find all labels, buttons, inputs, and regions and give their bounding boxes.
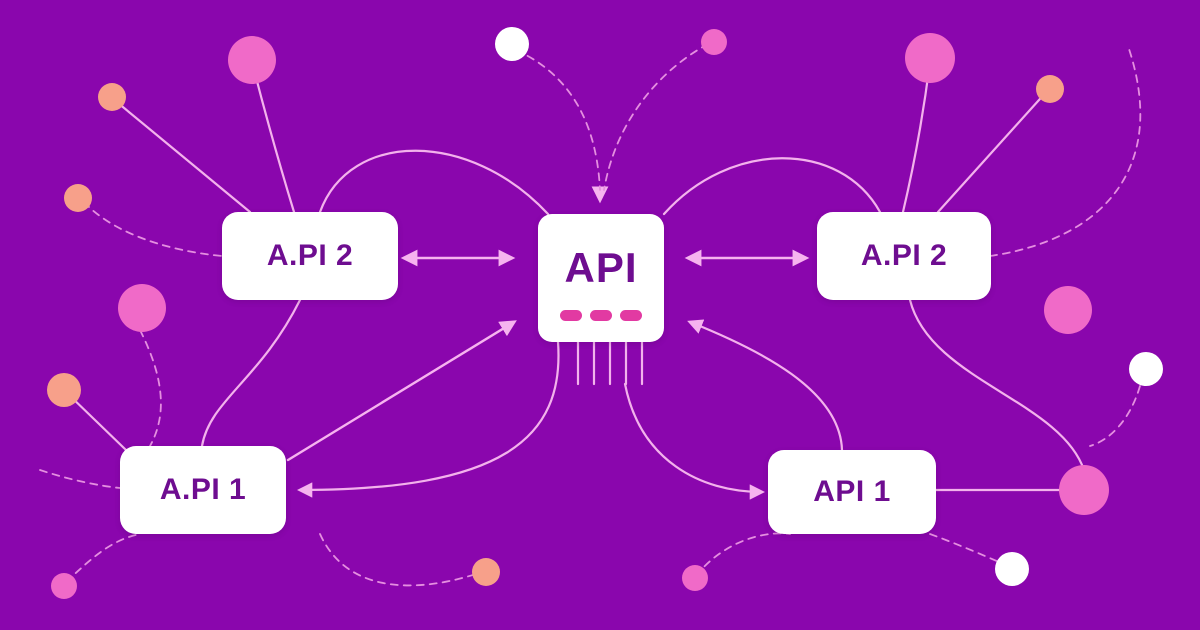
connector-line [250, 60, 296, 214]
circle-peach [64, 184, 92, 212]
dashed-connector [139, 329, 162, 447]
circle-pink [701, 29, 727, 55]
api-node-bottom-left: A.PI 1 [120, 446, 286, 534]
node-circles [47, 27, 1163, 599]
node-label: A.PI 1 [159, 473, 247, 506]
api-hub: API [538, 214, 664, 342]
connector-line [200, 298, 302, 448]
circle-pink [1044, 286, 1092, 334]
dashed-connector [515, 49, 601, 191]
dashed-connector [39, 469, 121, 489]
connector-line [296, 340, 560, 498]
connector-line [687, 319, 844, 452]
indicator-dot [620, 310, 642, 321]
circle-pink [228, 36, 276, 84]
connector-line [901, 60, 932, 214]
api-node-top-right: A.PI 2 [817, 212, 991, 300]
dashed-connector [603, 43, 709, 191]
dashed-connector [83, 201, 223, 257]
circle-peach [472, 558, 500, 586]
api-node-top-left: A.PI 2 [222, 212, 398, 300]
dashed-connector [1089, 385, 1141, 447]
circle-pink [51, 573, 77, 599]
circle-peach [98, 83, 126, 111]
node-label: A.PI 2 [266, 239, 354, 272]
connector-line [623, 382, 766, 500]
circle-white [495, 27, 529, 61]
dashed-connector [695, 532, 791, 577]
circle-white [1129, 352, 1163, 386]
arrow-bottomleft-to-hub [286, 320, 517, 462]
dashed-connector [65, 533, 141, 583]
indicator-dot [590, 310, 612, 321]
connector-line [908, 298, 1086, 472]
dashed-connector [929, 533, 1009, 567]
node-label: API 1 [813, 475, 891, 508]
dashed-connector [989, 45, 1142, 257]
circle-peach [1036, 75, 1064, 103]
connector-line [110, 96, 252, 214]
circle-pink [905, 33, 955, 83]
circle-peach [47, 373, 81, 407]
indicator-dot [560, 310, 582, 321]
dashed-connector [319, 533, 483, 587]
hub-indicator [560, 310, 642, 321]
hub-label: API [564, 244, 638, 291]
connector-line [936, 88, 1050, 214]
api-node-bottom-right: API 1 [768, 450, 936, 534]
circle-pink [1059, 465, 1109, 515]
circle-pink [118, 284, 166, 332]
circle-pink [682, 565, 708, 591]
circle-white [995, 552, 1029, 586]
connector-line [318, 149, 550, 216]
connector-line [662, 157, 882, 216]
node-label: A.PI 2 [860, 239, 948, 272]
